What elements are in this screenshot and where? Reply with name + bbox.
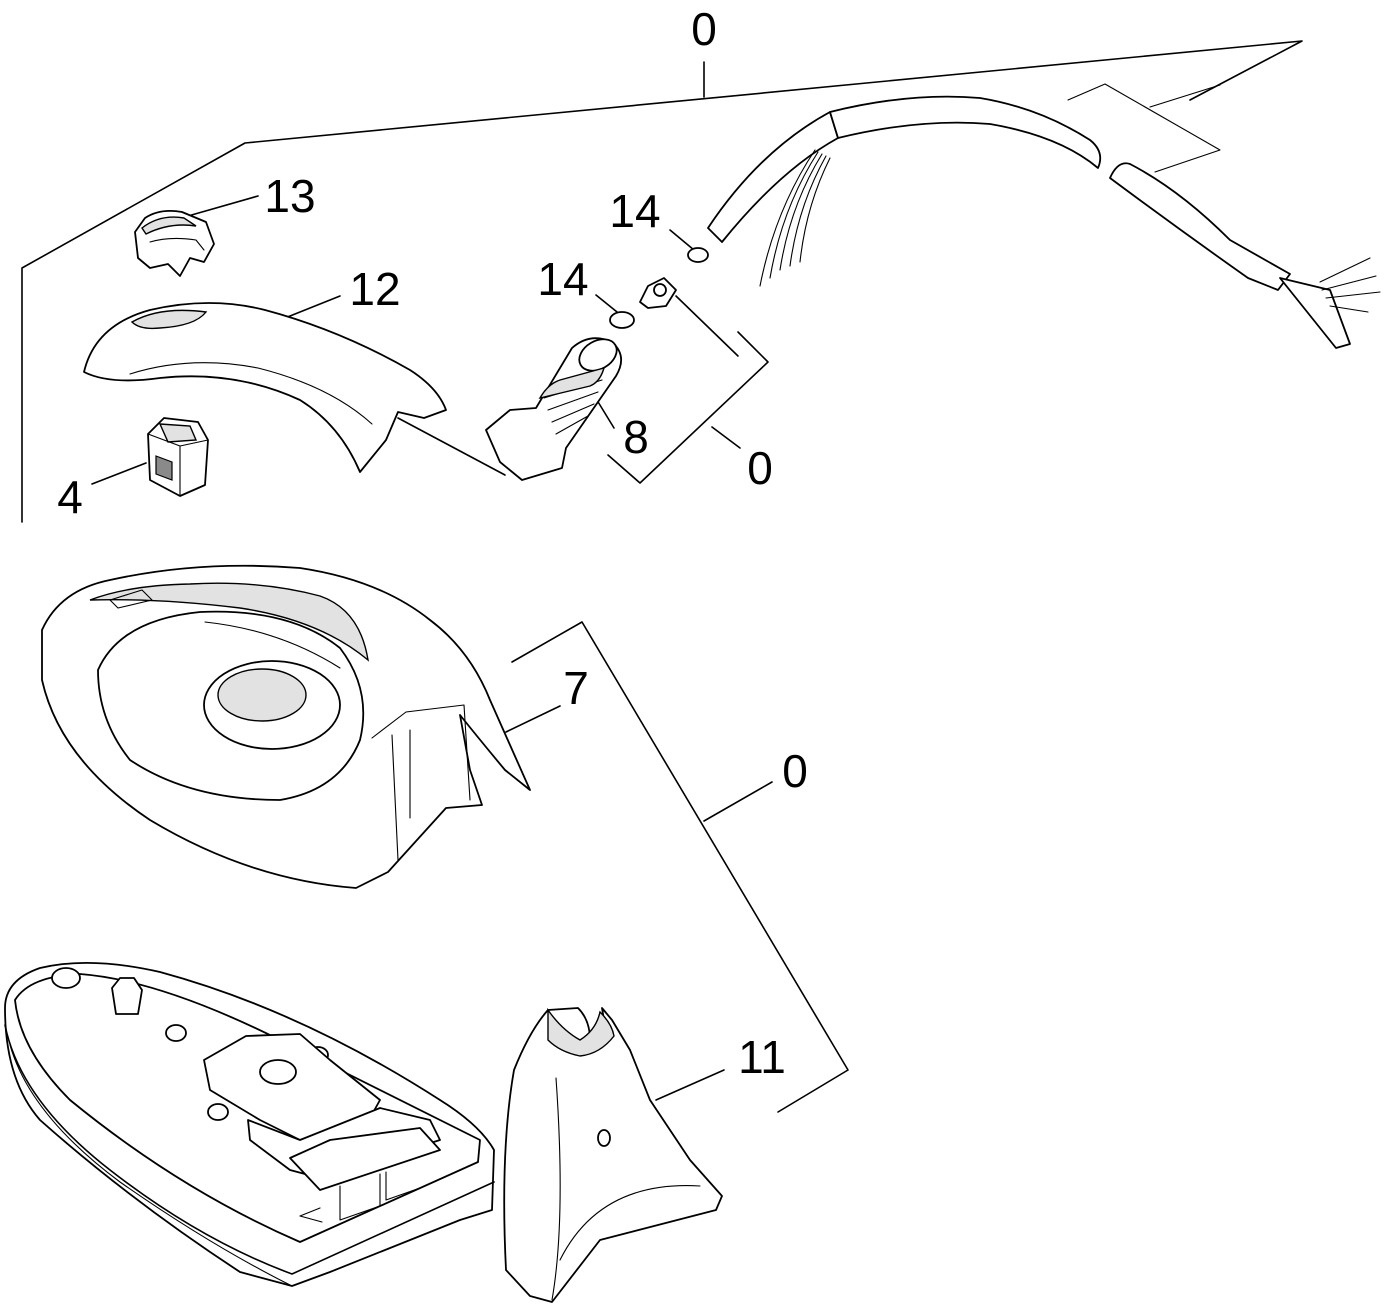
assembly-bracket-handle (397, 295, 769, 484)
label-part-12: 12 (349, 263, 400, 315)
label-assembly-top: 0 (691, 3, 717, 55)
iron-soleplate (4, 961, 495, 1287)
power-cord (707, 95, 1381, 349)
part-labels: 0 13 12 4 14 14 8 0 7 0 11 (57, 3, 808, 1083)
label-assembly-lower: 0 (782, 745, 808, 797)
leader-lines (91, 195, 725, 1101)
assembly-bracket-lower (511, 621, 849, 1113)
part-7-housing (41, 564, 531, 889)
part-4-switch-button (147, 417, 209, 497)
assembly-bracket-top (21, 40, 1303, 523)
label-part-8: 8 (623, 411, 649, 463)
label-part-7: 7 (563, 662, 589, 714)
part-12-handle-cover (83, 302, 447, 473)
label-part-14-lower: 14 (537, 253, 588, 305)
label-part-13: 13 (264, 170, 315, 222)
label-part-11: 11 (738, 1031, 786, 1083)
part-8-cable-sleeve (485, 337, 622, 481)
label-assembly-handle: 0 (747, 442, 773, 494)
part-14-rings (609, 247, 709, 329)
part-11-rear-cover (503, 1007, 723, 1303)
label-part-14-upper: 14 (609, 185, 660, 237)
part-13-clip-cap (134, 209, 215, 277)
label-part-4: 4 (57, 471, 83, 523)
